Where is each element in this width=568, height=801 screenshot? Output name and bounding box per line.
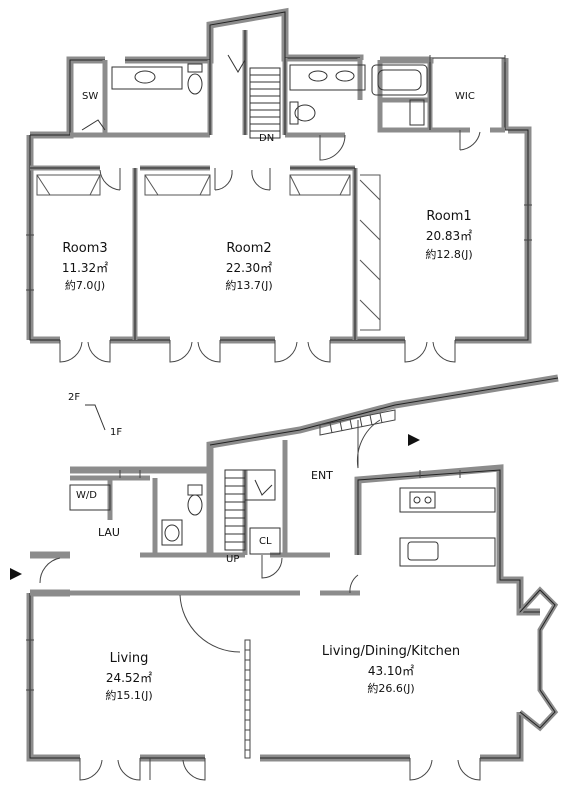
ldk-area: 43.10㎡ — [367, 664, 415, 678]
label-2f: 2F — [68, 392, 81, 403]
ldk-name: Living/Dining/Kitchen — [321, 644, 461, 659]
entrance-arrow-icon — [408, 434, 420, 446]
side-entrance-arrow-icon — [10, 568, 22, 580]
room2-name: Room2 — [226, 241, 272, 256]
living-area: 24.52㎡ — [105, 671, 153, 685]
living-name: Living — [109, 651, 149, 666]
label-up: UP — [226, 554, 240, 565]
floor1-fixtures — [69, 484, 496, 567]
room1-name: Room1 — [426, 209, 472, 224]
room2-jo: 約13.7(J) — [225, 279, 273, 292]
label-cl: CL — [259, 536, 272, 547]
room3-jo: 約7.0(J) — [64, 279, 106, 292]
floor2-stairs — [227, 54, 281, 139]
label-wd: W/D — [76, 490, 97, 501]
room3-name: Room3 — [62, 241, 108, 256]
living-jo: 約15.1(J) — [105, 689, 153, 702]
floor2-fixtures — [81, 63, 428, 131]
label-wic: WIC — [455, 91, 475, 102]
room1-area: 20.83㎡ — [425, 229, 473, 243]
room3-area: 11.32㎡ — [61, 261, 109, 275]
floor1-doors — [26, 419, 481, 781]
room2-area: 22.30㎡ — [225, 261, 273, 275]
label-1f: 1F — [110, 427, 123, 438]
floor1-stairs — [224, 469, 281, 555]
room1-jo: 約12.8(J) — [425, 248, 473, 261]
floor2-walls — [26, 7, 532, 344]
floor-marker-leader — [85, 404, 106, 431]
label-sw: SW — [82, 91, 99, 102]
floor2-doors — [26, 55, 532, 363]
label-lau: LAU — [98, 526, 120, 539]
label-dn: DN — [259, 133, 275, 144]
ldk-jo: 約26.6(J) — [367, 682, 415, 695]
label-ent: ENT — [311, 469, 333, 482]
